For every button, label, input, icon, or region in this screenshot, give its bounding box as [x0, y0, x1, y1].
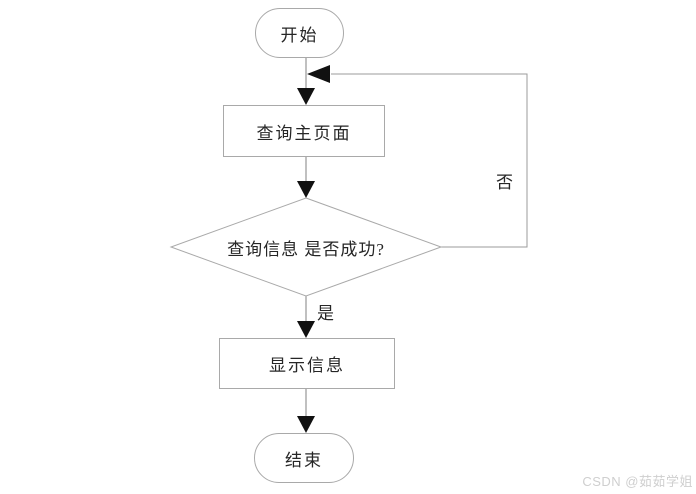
- decision-diamond-shape: [169, 197, 443, 297]
- node-start-label: 开始: [280, 25, 319, 45]
- arrowhead-into-query: [297, 88, 315, 105]
- node-decision: 查询信息 是否成功?: [171, 198, 441, 296]
- node-end: 结束: [254, 433, 354, 483]
- node-query-main-page: 查询主页面: [223, 105, 385, 157]
- watermark-text: CSDN @茹茹学姐: [582, 474, 693, 489]
- node-decision-label: 查询信息 是否成功?: [227, 239, 385, 259]
- node-display-info-label: 显示信息: [269, 356, 345, 375]
- node-display-info: 显示信息: [219, 338, 395, 389]
- edge-no-loop: [331, 73, 528, 248]
- arrowhead-into-decision: [297, 181, 315, 198]
- edge-label-yes: 是: [317, 304, 334, 323]
- edge-label-no: 否: [496, 173, 513, 192]
- arrowhead-no-loop-left: [307, 65, 330, 83]
- arrowhead-into-end: [297, 416, 315, 433]
- node-query-main-page-label: 查询主页面: [256, 123, 352, 143]
- node-end-label: 结束: [285, 450, 323, 470]
- node-start: 开始: [255, 8, 344, 58]
- arrowhead-into-display: [297, 321, 315, 338]
